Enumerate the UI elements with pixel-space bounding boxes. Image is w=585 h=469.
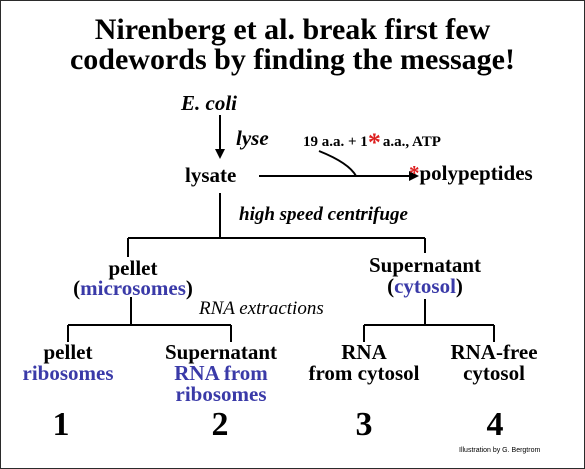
product-text: polypeptides [419,161,533,185]
ecoli-label: E. coli [181,91,237,115]
fraction-2-line-3: ribosomes [175,382,267,406]
reaction-label: 19 a.a. + 1*a.a., ATP [303,128,441,158]
centrifuge-label: high speed centrifuge [239,204,408,225]
fraction-1-line-2: ribosomes [22,361,114,385]
fraction-2-number: 2 [211,406,229,443]
supernatant-sub: (cytosol) [387,274,463,299]
fraction-4-number: 4 [486,406,504,443]
supernatant-close-paren: ) [455,274,463,298]
fraction-4-line-1: RNA-free [450,340,538,364]
fraction-4-line-2: cytosol [463,361,525,385]
illustration-credit: Illustration by G. Bergtrom [459,447,541,454]
reaction-curve [318,150,357,177]
cytosol-label: cytosol [394,274,456,298]
title-line-1: Nirenberg et al. break first few [94,13,491,46]
supernatant-open-paren: ( [387,274,395,298]
reaction-part2: a.a., ATP [382,134,441,150]
fraction-2-line-2: RNA from [174,361,268,385]
title-line-2: codewords by finding the message! [69,43,515,76]
pellet-close-paren: ) [185,276,193,300]
pellet-sub: (microsomes) [73,276,193,301]
lysate-label: lysate [185,163,237,187]
product-star: * [409,161,420,185]
fraction-3-number: 3 [355,406,373,443]
reaction-part1: 19 a.a. + 1 [303,134,368,150]
pellet-label: pellet [108,256,158,280]
fraction-2-line-1: Supernatant [164,340,278,364]
microsomes-label: microsomes [80,276,186,300]
fraction-3-line-1: RNA [341,340,387,364]
rna-extractions-label: RNA extractions [199,298,324,319]
fraction-1-line-1: pellet [43,340,93,364]
radiolabel-star: * [367,128,381,157]
supernatant-label: Supernatant [368,253,482,277]
product-label: *polypeptides [409,161,533,186]
pellet-open-paren: ( [73,276,81,300]
lyse-label: lyse [236,126,269,150]
fraction-3-line-2: from cytosol [308,361,420,385]
fraction-1-number: 1 [52,406,70,443]
